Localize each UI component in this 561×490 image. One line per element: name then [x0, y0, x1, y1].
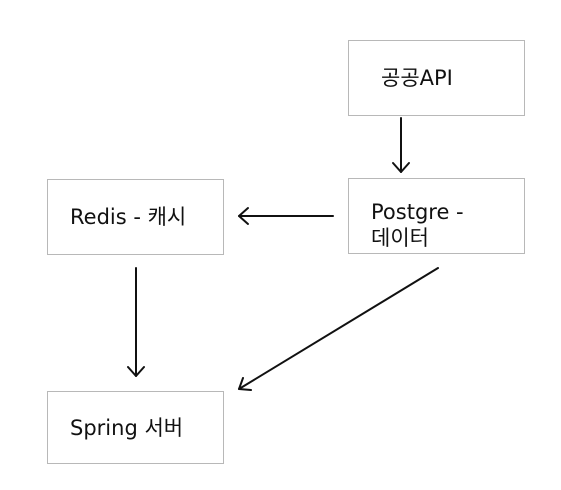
node-redis-cache: Redis - 캐시	[47, 179, 224, 255]
node-public-api-label: 공공API	[381, 66, 453, 90]
edge-postgres-to-redis	[238, 207, 334, 225]
edge-redis-to-spring	[127, 267, 145, 377]
node-public-api: 공공API	[348, 40, 525, 116]
node-postgres-data: Postgre - 데이터	[348, 178, 525, 254]
edge-postgres-to-spring	[238, 267, 439, 391]
node-postgres-data-label: Postgre - 데이터	[371, 200, 464, 250]
node-redis-cache-label: Redis - 캐시	[70, 205, 187, 229]
edge-api-to-postgres	[392, 117, 410, 173]
node-spring-server-label: Spring 서버	[70, 415, 184, 440]
node-spring-server: Spring 서버	[47, 391, 224, 464]
